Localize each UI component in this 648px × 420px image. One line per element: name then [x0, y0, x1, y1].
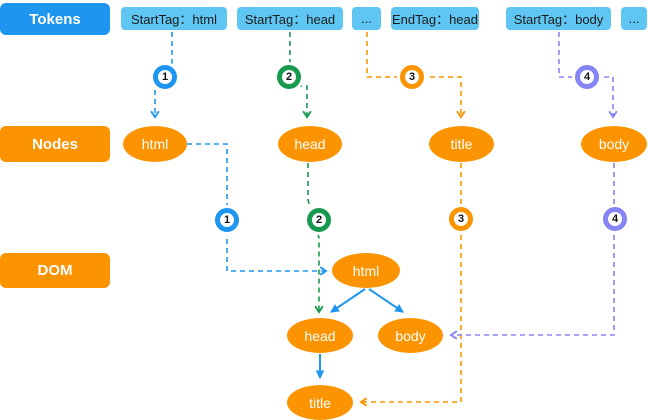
step-badge-3-row1: 3	[397, 62, 427, 92]
step-badge-1-row2: 1	[212, 205, 242, 235]
wire-node-body-to-dom	[449, 163, 615, 340]
token-chip-starttag-html: StartTag：html	[121, 7, 227, 30]
token-chip-ellipsis-2: ...	[621, 7, 647, 30]
dom-node-body: body	[378, 318, 443, 353]
step-badge-3-row1-number: 3	[400, 65, 424, 89]
row-label-tokens: Tokens	[0, 3, 110, 35]
step-badge-4-row1-number: 4	[575, 65, 599, 89]
wire-node-head-to-dom	[307, 163, 324, 314]
step-badge-1-row1-number: 1	[153, 65, 177, 89]
wire-node-html-to-dom	[187, 143, 328, 276]
node-head: head	[278, 126, 342, 162]
step-badge-2-row2: 2	[304, 205, 334, 235]
step-badge-4-row1: 4	[572, 62, 602, 92]
edge-html-to-head	[330, 288, 366, 313]
step-badge-4-row2-number: 4	[603, 207, 627, 231]
row-label-dom: DOM	[0, 253, 110, 288]
step-badge-2-row1-number: 2	[277, 65, 301, 89]
dom-node-head: head	[287, 318, 353, 353]
wire-token-head-to-node	[297, 85, 312, 119]
step-badge-2-row1: 2	[274, 62, 304, 92]
token-chip-ellipsis-1: ...	[352, 7, 381, 30]
edge-html-to-body	[368, 288, 404, 313]
step-badge-4-row2: 4	[600, 204, 630, 234]
wire-node-title-to-dom	[359, 163, 462, 407]
step-badge-2-row2-number: 2	[307, 208, 331, 232]
step-badge-1-row1: 1	[150, 62, 180, 92]
token-chip-endtag-head: EndTag：head	[391, 7, 479, 30]
dom-node-title: title	[287, 385, 353, 420]
token-chip-starttag-head: StartTag：head	[237, 7, 343, 30]
token-chip-starttag-body: StartTag：body	[506, 7, 611, 30]
step-badge-3-row2: 3	[446, 204, 476, 234]
node-html: html	[123, 126, 187, 162]
step-badge-1-row2-number: 1	[215, 208, 239, 232]
dom-node-html: html	[332, 253, 400, 288]
row-label-nodes: Nodes	[0, 126, 110, 162]
node-body: body	[581, 126, 647, 162]
step-badge-3-row2-number: 3	[449, 207, 473, 231]
node-title: title	[429, 126, 494, 162]
